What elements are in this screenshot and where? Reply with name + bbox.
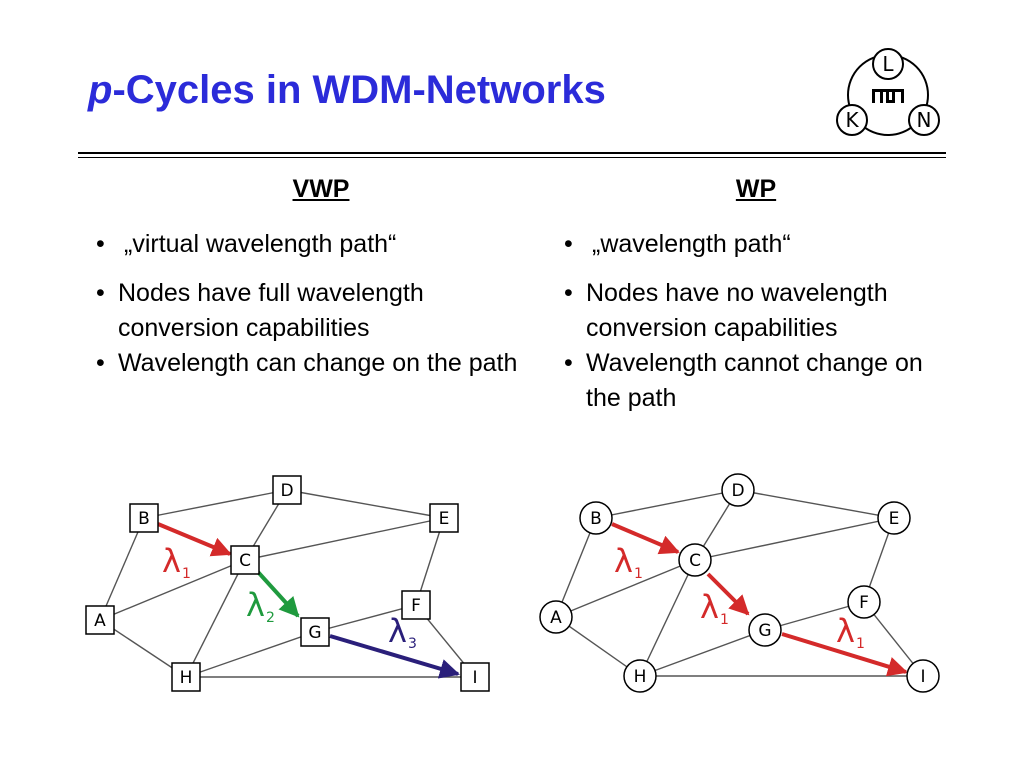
node-e: E <box>877 501 911 535</box>
node-d: D <box>272 475 302 505</box>
wp-arrow-b-c <box>611 522 680 555</box>
svg-text:1: 1 <box>720 612 729 628</box>
list-item: Wavelength cannot change on the path <box>560 346 960 416</box>
tum-icon <box>872 89 904 103</box>
node-d: D <box>721 473 755 507</box>
svg-text:E: E <box>439 509 450 529</box>
svg-text:G: G <box>758 621 771 641</box>
node-f: F <box>401 590 431 620</box>
vwp-arrow-b-c <box>157 522 232 557</box>
svg-text:F: F <box>859 593 869 613</box>
list-item: „virtual wavelength path“ <box>92 227 542 262</box>
svg-text:λ: λ <box>614 542 633 580</box>
svg-text:λ: λ <box>836 612 855 650</box>
svg-text:B: B <box>590 509 602 529</box>
svg-text:λ: λ <box>162 542 181 580</box>
svg-text:D: D <box>731 481 744 501</box>
svg-text:A: A <box>94 611 106 631</box>
list-item: Nodes have full wavelength conversion ca… <box>92 276 542 346</box>
wp-heading: WP <box>735 175 777 203</box>
svg-text:λ: λ <box>700 588 719 626</box>
logo-letter-l: L <box>882 52 894 76</box>
svg-text:1: 1 <box>856 636 865 652</box>
wp-arrow-c-g <box>706 572 750 616</box>
title-rule <box>78 152 946 154</box>
svg-text:C: C <box>689 551 701 571</box>
vwp-bullet-list: „virtual wavelength path“ Nodes have ful… <box>92 227 542 381</box>
svg-text:λ: λ <box>388 612 407 650</box>
vwp-column: VWP „virtual wavelength path“ Nodes have… <box>92 172 542 381</box>
node-b: B <box>579 501 613 535</box>
svg-text:λ: λ <box>246 586 265 624</box>
node-h: H <box>623 659 657 693</box>
logo-letter-k: K <box>845 108 859 132</box>
node-c: C <box>678 543 712 577</box>
svg-text:1: 1 <box>182 566 191 582</box>
svg-text:I: I <box>920 667 925 687</box>
title-prefix: p <box>88 68 113 112</box>
svg-text:A: A <box>550 608 562 628</box>
svg-text:C: C <box>239 551 251 571</box>
title-rule-thin <box>78 157 946 158</box>
title-rest: -Cycles in WDM-Networks <box>112 68 606 112</box>
svg-text:I: I <box>472 668 477 688</box>
node-c: C <box>230 545 260 575</box>
wp-nodes: B D E C A F G H I <box>539 473 940 693</box>
svg-text:3: 3 <box>408 636 417 652</box>
svg-text:2: 2 <box>266 610 275 626</box>
svg-text:F: F <box>411 596 421 616</box>
svg-text:B: B <box>138 509 150 529</box>
vwp-heading: VWP <box>292 175 350 203</box>
svg-text:H: H <box>634 667 647 687</box>
vwp-nodes: B D E C A F G H I <box>85 475 490 692</box>
node-h: H <box>171 662 201 692</box>
slide-title: p-Cycles in WDM-Networks <box>88 70 606 110</box>
wp-column: WP „wavelength path“ Nodes have no wavel… <box>560 172 960 416</box>
node-i: I <box>460 662 490 692</box>
svg-text:1: 1 <box>634 566 643 582</box>
node-f: F <box>847 585 881 619</box>
svg-text:H: H <box>180 668 193 688</box>
logo-letter-n: N <box>917 108 932 132</box>
vwp-arrow-c-g <box>256 570 300 618</box>
list-item: „wavelength path“ <box>560 227 960 262</box>
node-g: G <box>300 617 330 647</box>
node-a: A <box>85 605 115 635</box>
svg-text:G: G <box>308 623 321 643</box>
node-a: A <box>539 600 573 634</box>
list-item: Nodes have no wavelength conversion capa… <box>560 276 960 346</box>
node-i: I <box>906 659 940 693</box>
svg-text:D: D <box>280 481 293 501</box>
lkn-logo: L K N <box>836 48 940 136</box>
vwp-arrow-g-i <box>329 634 460 679</box>
wp-bullet-list: „wavelength path“ Nodes have no waveleng… <box>560 227 960 416</box>
list-item: Wavelength can change on the path <box>92 346 542 381</box>
node-g: G <box>748 613 782 647</box>
svg-text:E: E <box>889 509 900 529</box>
wp-arrow-g-i <box>781 632 908 677</box>
node-b: B <box>129 503 159 533</box>
node-e: E <box>429 503 459 533</box>
